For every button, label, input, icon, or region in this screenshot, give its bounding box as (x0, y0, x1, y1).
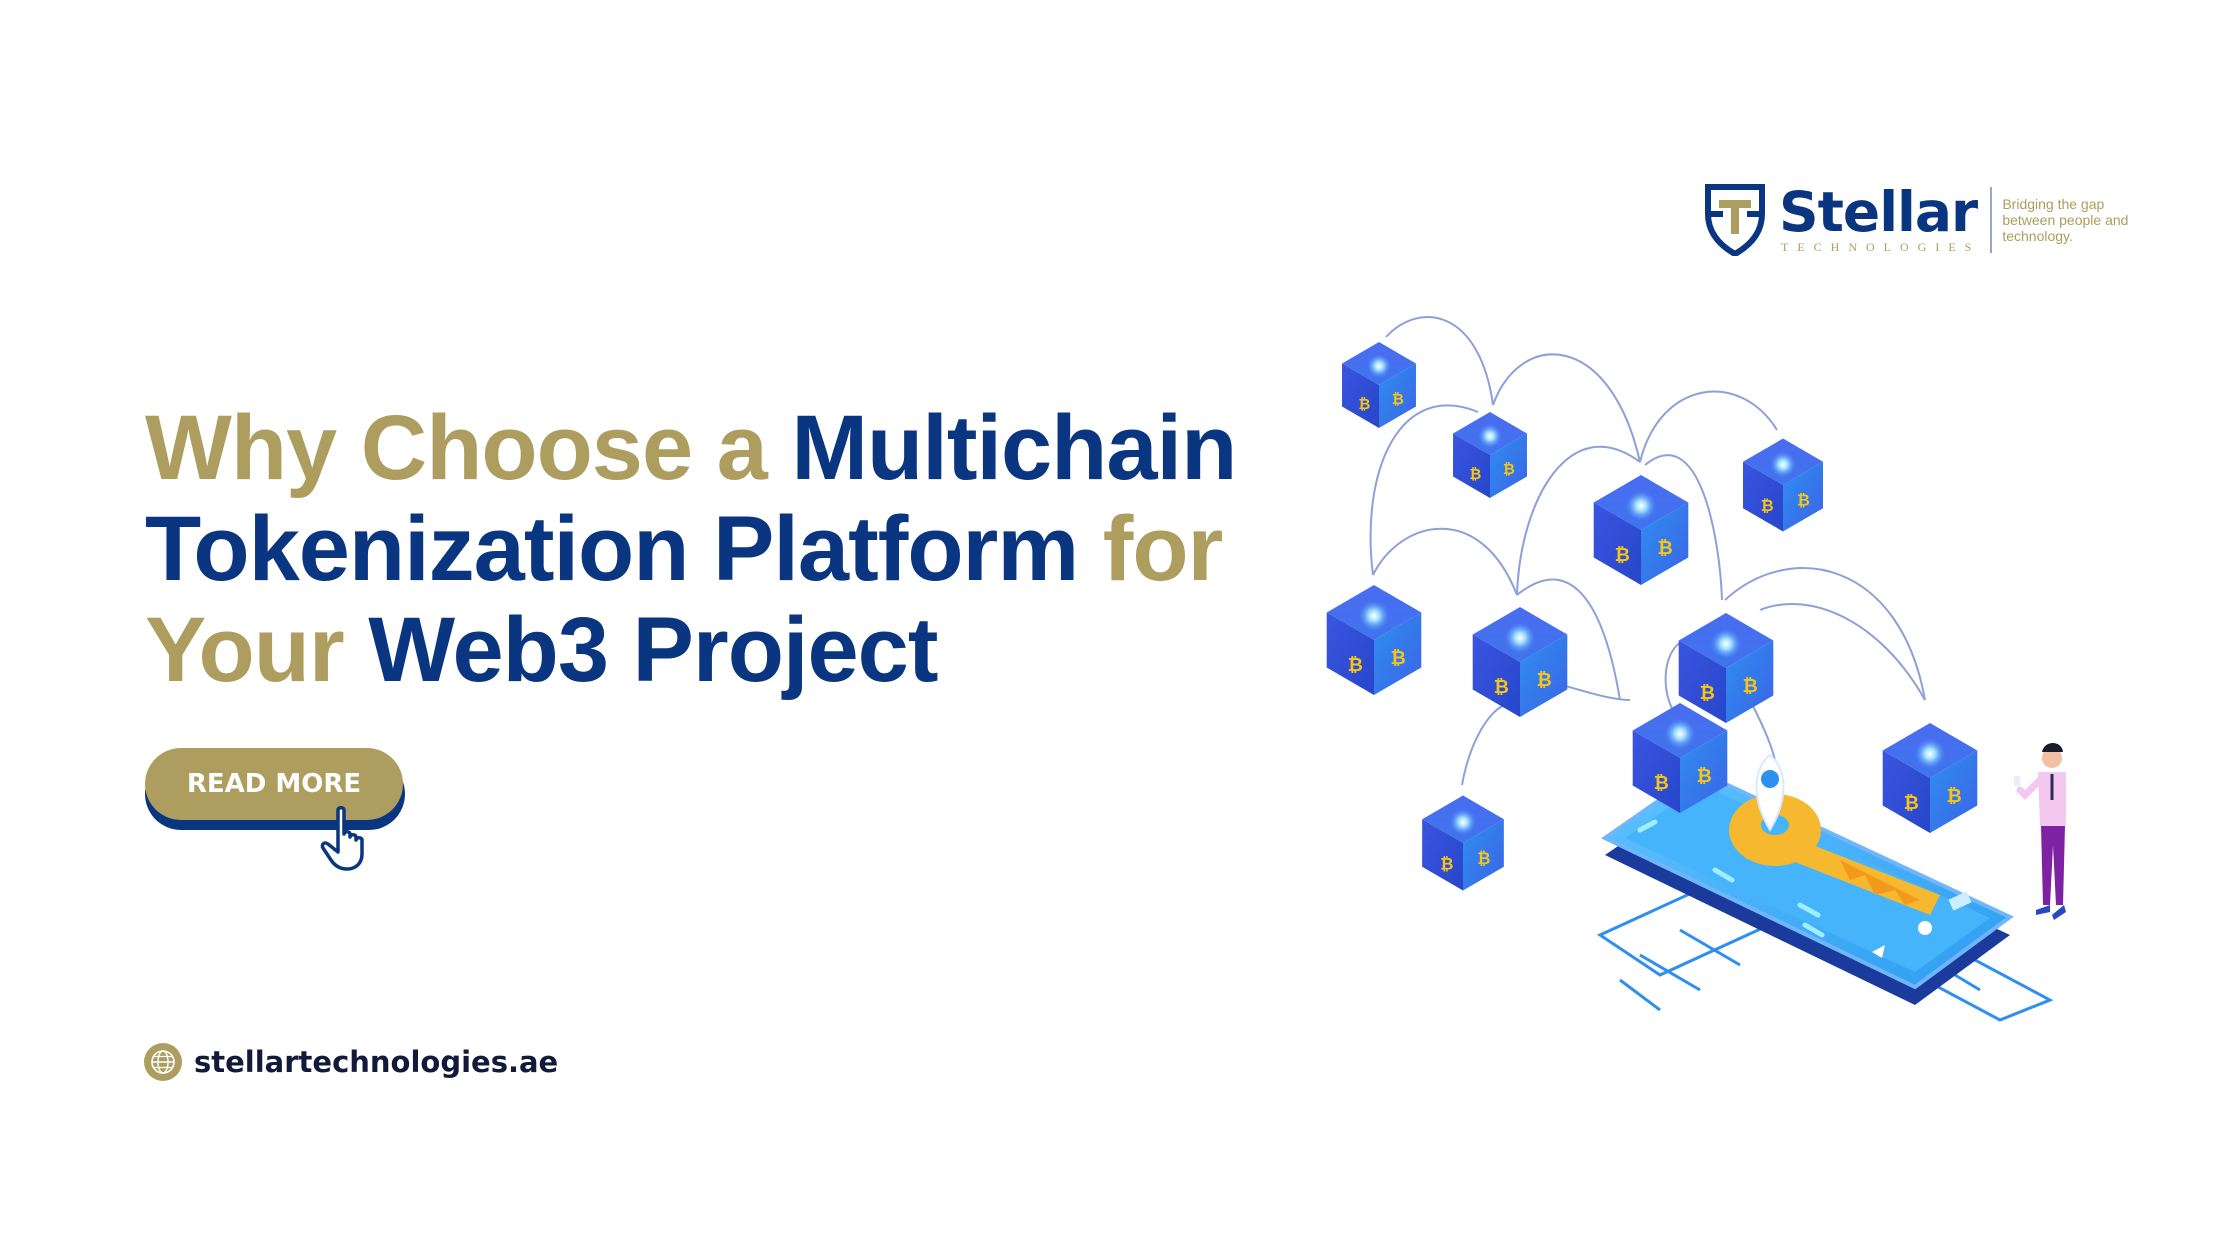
hand-pointer-icon (320, 806, 364, 871)
website-link[interactable]: stellartechnologies.ae (144, 1043, 558, 1081)
page-title: Why Choose a Multichain Tokenization Pla… (145, 397, 1237, 701)
read-more-button[interactable]: READ MORE (145, 748, 403, 820)
title-fragment: Your (145, 599, 369, 701)
title-line-3: Your Web3 Project (145, 600, 1236, 701)
brand-subtitle: TECHNOLOGIES (1781, 239, 1981, 254)
brand-tagline: Bridging the gap between people and tech… (2002, 196, 2129, 244)
website-url: stellartechnologies.ae (194, 1045, 559, 1079)
brand-name: Stellar (1779, 179, 1978, 244)
logo-divider (1990, 187, 1993, 253)
brand-logo[interactable]: Stellar TECHNOLOGIES Bridging the gap be… (1705, 182, 2152, 258)
title-fragment: Web3 Project (368, 599, 938, 701)
blockchain-illustration: ₿ ₿ (1326, 316, 2066, 1022)
title-fragment: Tokenization Platform (145, 498, 1103, 600)
title-fragment: Multichain (791, 397, 1237, 499)
read-more-container: READ MORE (145, 748, 405, 830)
title-fragment: Why Choose a (145, 397, 792, 499)
title-fragment: for (1102, 498, 1224, 600)
title-line-1: Why Choose a Multichain (145, 397, 1237, 499)
title-line-2: Tokenization Platform for (145, 499, 1236, 600)
shield-logo-icon (1705, 184, 1765, 256)
globe-icon (144, 1043, 182, 1081)
